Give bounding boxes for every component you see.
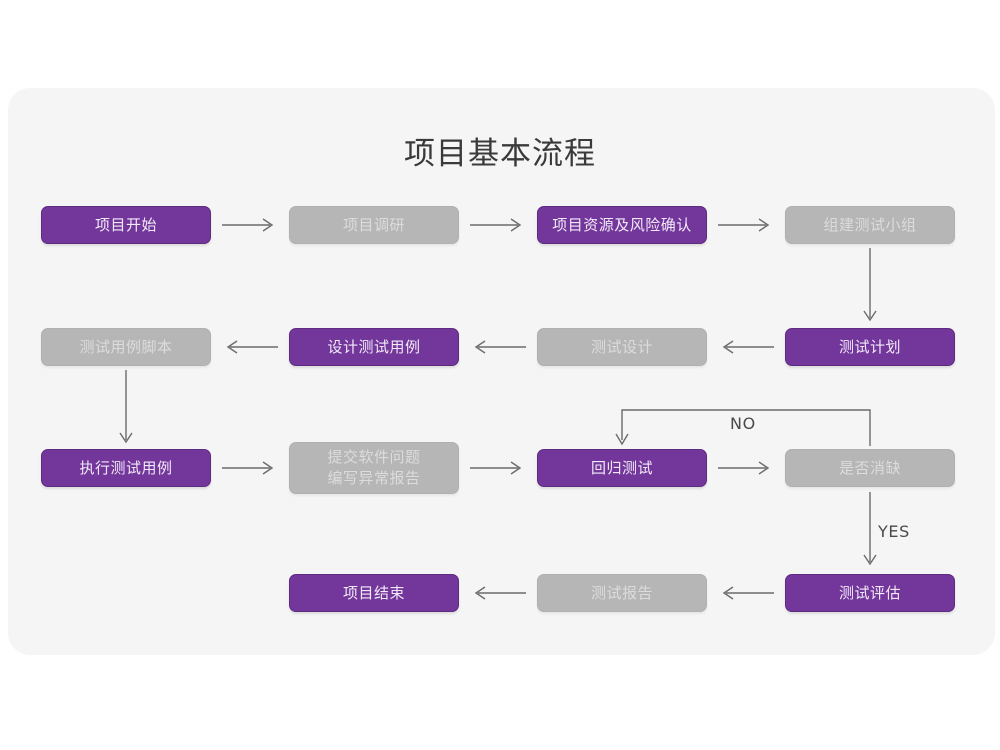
- diagram-card: [8, 88, 995, 655]
- arrow-n15-n14: [718, 583, 774, 603]
- edge-label-yes: YES: [878, 522, 910, 541]
- node-design-test-case[interactable]: 设计测试用例: [289, 328, 459, 366]
- node-test-case-script[interactable]: 测试用例脚本: [41, 328, 211, 366]
- node-test-design[interactable]: 测试设计: [537, 328, 707, 366]
- node-test-plan[interactable]: 测试计划: [785, 328, 955, 366]
- arrow-n4-n8: [858, 248, 882, 326]
- arrow-yes-n12-n15: [858, 492, 882, 570]
- node-execute-test-case[interactable]: 执行测试用例: [41, 449, 211, 487]
- node-submit-issue-report[interactable]: 提交软件问题 编写异常报告: [289, 442, 459, 494]
- arrow-n9-n10: [222, 458, 278, 478]
- page-title: 项目基本流程: [404, 136, 596, 172]
- node-project-start[interactable]: 项目开始: [41, 206, 211, 244]
- arrow-n14-n13: [470, 583, 526, 603]
- edge-label-no: NO: [730, 414, 756, 433]
- node-resource-risk-confirm[interactable]: 项目资源及风险确认: [537, 206, 707, 244]
- node-test-evaluation[interactable]: 测试评估: [785, 574, 955, 612]
- arrow-n10-n11: [470, 458, 526, 478]
- arrow-n8-n7: [718, 337, 774, 357]
- node-project-research[interactable]: 项目调研: [289, 206, 459, 244]
- node-defect-resolved[interactable]: 是否消缺: [785, 449, 955, 487]
- arrow-n3-n4: [718, 215, 774, 235]
- arrow-n1-n2: [222, 215, 278, 235]
- arrow-n2-n3: [470, 215, 526, 235]
- arrow-n7-n6: [470, 337, 526, 357]
- arrow-no-loop: [615, 406, 881, 452]
- arrow-n11-n12: [718, 458, 774, 478]
- node-form-test-team[interactable]: 组建测试小组: [785, 206, 955, 244]
- node-regression-test[interactable]: 回归测试: [537, 449, 707, 487]
- arrow-n6-n5: [222, 337, 278, 357]
- arrow-n5-n9: [114, 370, 138, 448]
- node-test-report[interactable]: 测试报告: [537, 574, 707, 612]
- node-project-end[interactable]: 项目结束: [289, 574, 459, 612]
